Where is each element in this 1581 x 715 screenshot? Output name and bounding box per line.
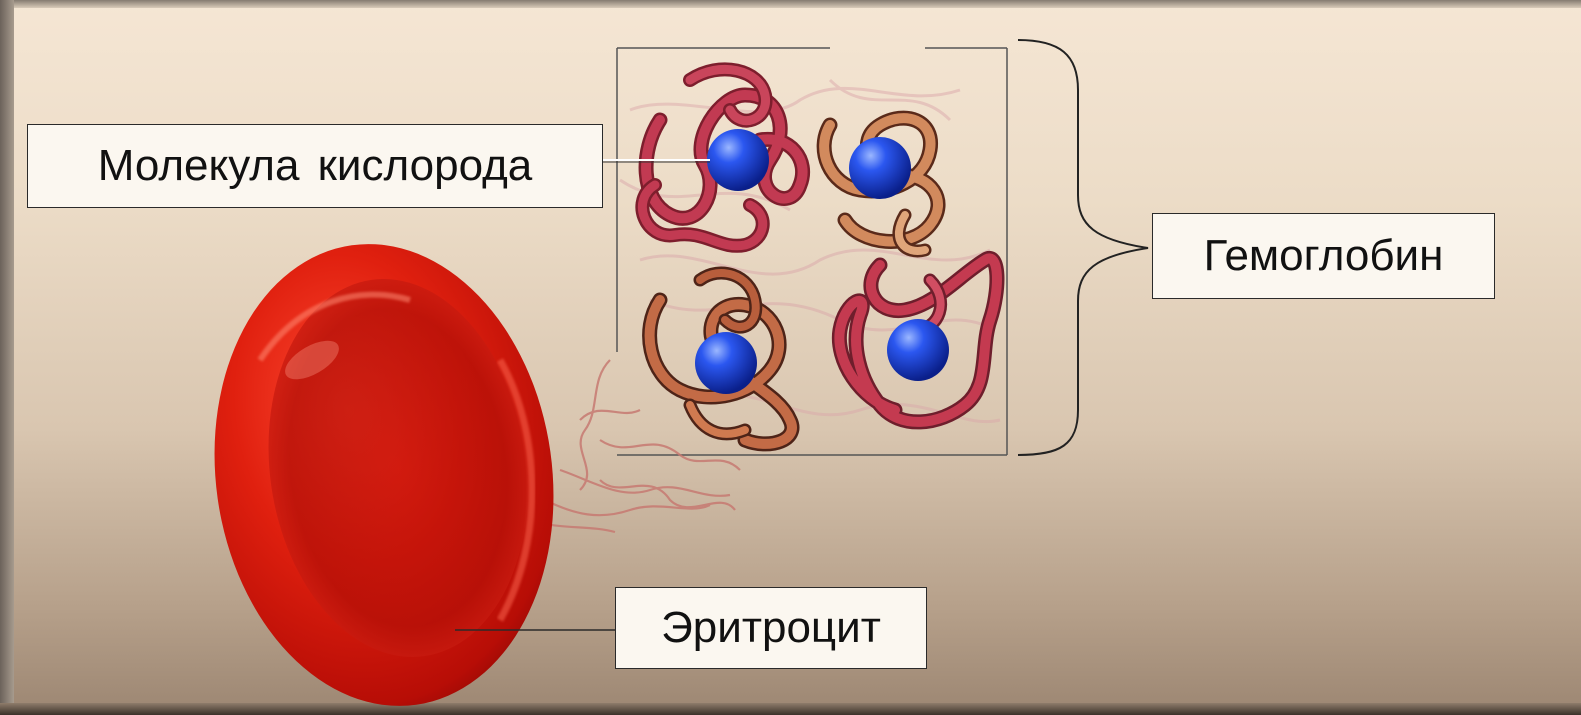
label-hemoglobin: Гемоглобин — [1152, 213, 1495, 299]
label-oxygen-molecule: Молекула кислорода — [27, 124, 603, 208]
hemoglobin-brace-icon — [1018, 40, 1148, 455]
protein-cloud — [620, 80, 1000, 422]
erythrocyte-shape — [185, 222, 582, 715]
oxygen-molecule-icon-1 — [707, 129, 769, 191]
oxygen-molecule-icon-4 — [887, 319, 949, 381]
label-erythrocyte: Эритроцит — [615, 587, 927, 669]
oxygen-molecule-icon-2 — [849, 137, 911, 199]
oxygen-molecule-icon-3 — [695, 332, 757, 394]
